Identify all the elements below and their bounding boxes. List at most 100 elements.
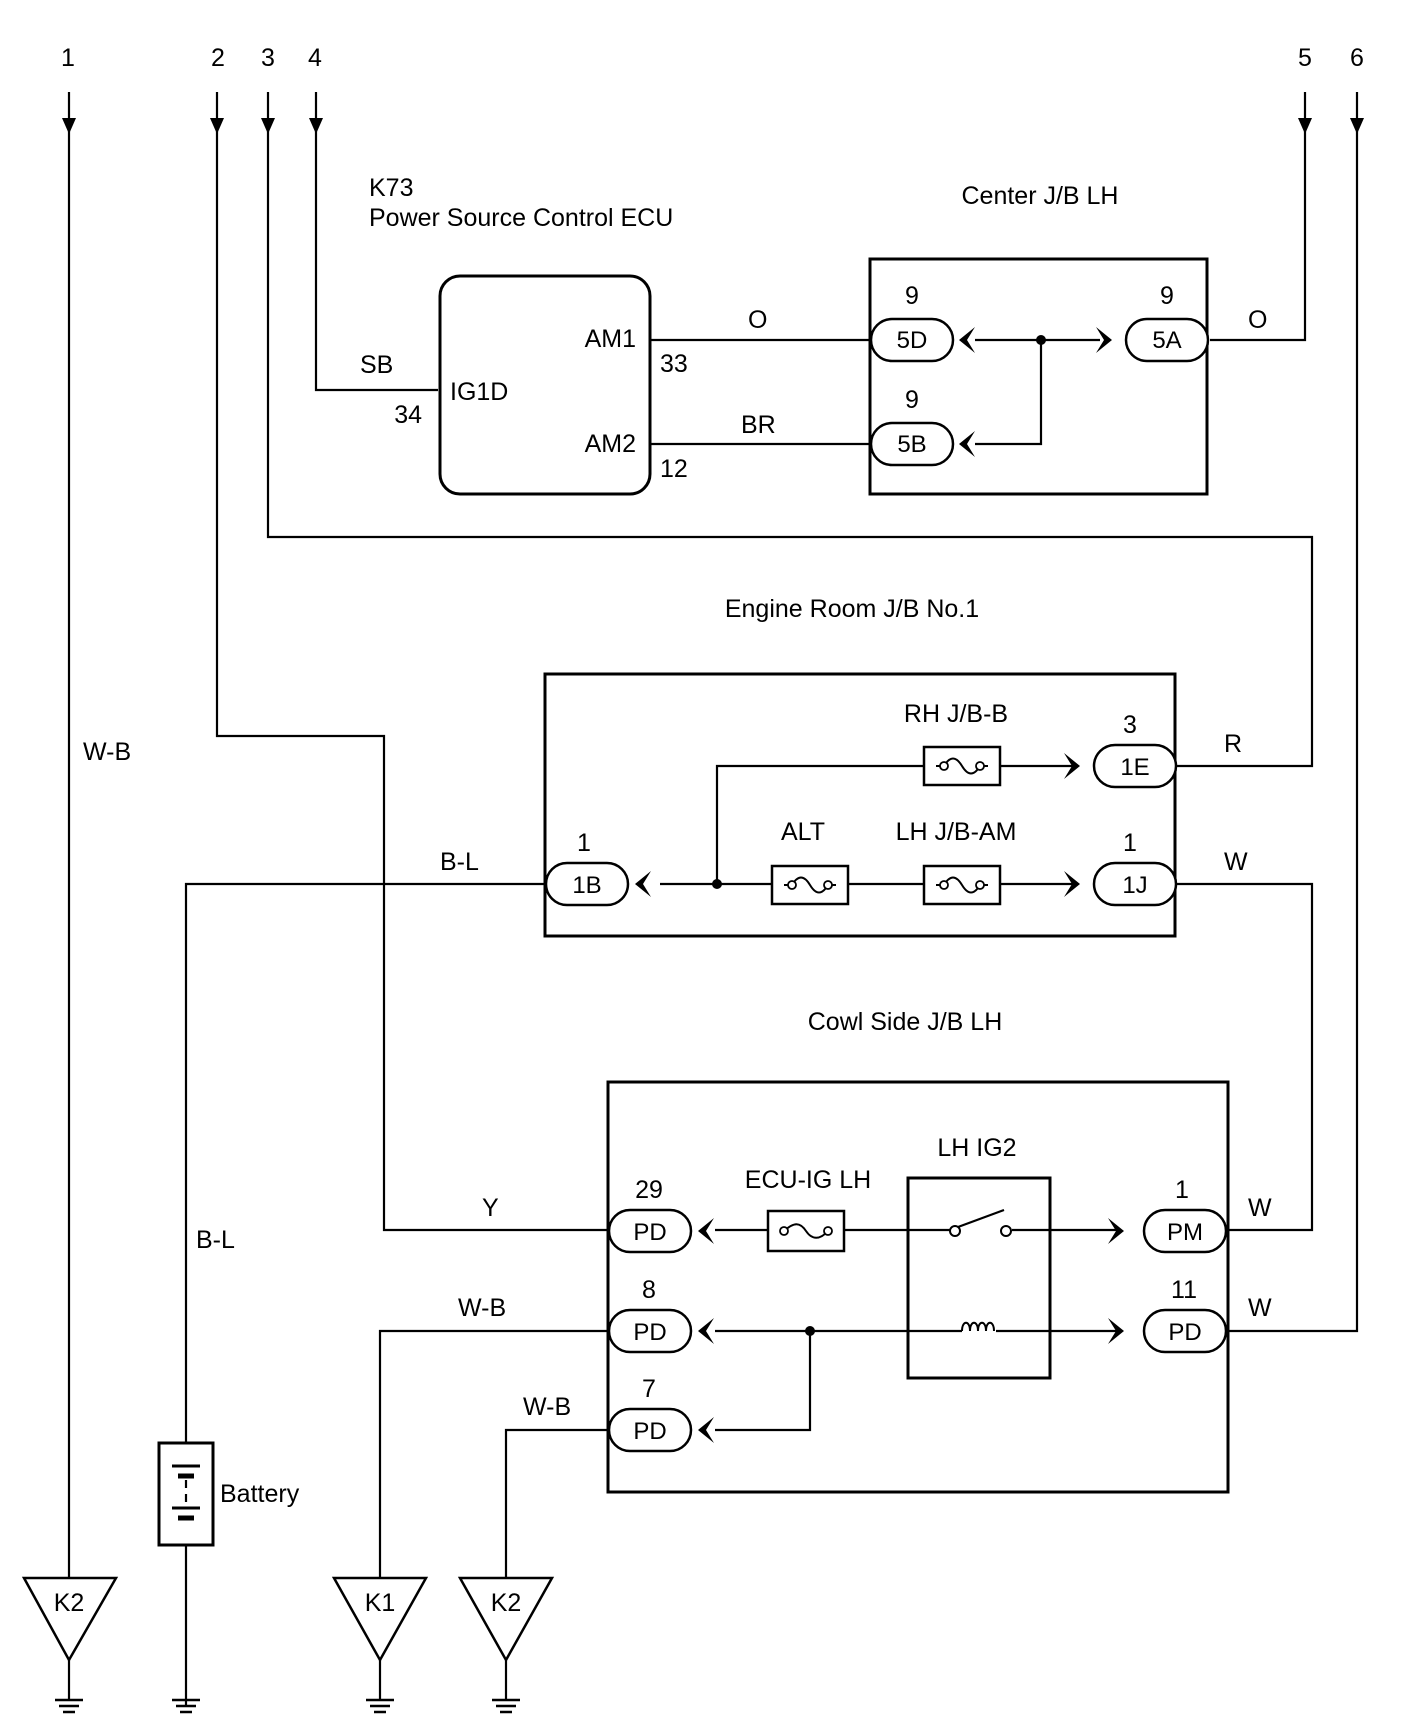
wire-label-y: Y	[482, 1194, 499, 1222]
fuse-lh-jb-am	[922, 864, 1002, 906]
ground-symbol-icon	[172, 1698, 200, 1714]
ecu-pin-ig1d: IG1D	[450, 378, 508, 406]
ground-triangle-icon	[331, 1576, 429, 1663]
wire-label-w-1j: W	[1224, 848, 1248, 876]
connector-5d-label: 5D	[897, 327, 928, 354]
center-jb-pin-5b: 9	[905, 386, 919, 414]
connector-pd-29-label: PD	[633, 1219, 666, 1246]
ecu-pin-am2: AM2	[585, 430, 636, 458]
cowl-jb-box	[606, 1080, 1230, 1494]
fuse-ecu-ig-lh	[766, 1209, 846, 1253]
connector-pd-7-label: PD	[633, 1418, 666, 1445]
engine-jb-box	[543, 672, 1177, 938]
connector-pd-8-arrow	[698, 1318, 714, 1344]
connector-pd-29-arrow	[698, 1218, 714, 1244]
connector-pm-1-label: PM	[1167, 1219, 1203, 1246]
battery-ground	[172, 1698, 200, 1714]
engine-room-jb: Engine Room J/B No.1 RH J/B-B ALT LH J/B…	[543, 595, 1178, 938]
connector-5d	[869, 317, 955, 363]
relay-contact-left	[949, 1225, 961, 1237]
cowl-side-jb-lh: Cowl Side J/B LH ECU-IG LH LH IG2 29 PD	[606, 1008, 1230, 1494]
ground-k2-right-label: K2	[491, 1589, 522, 1617]
battery: Battery	[157, 1441, 300, 1547]
ground-k1: K1	[331, 1576, 429, 1714]
wire-label-w-b-pd8: W-B	[458, 1294, 506, 1322]
ecu-pin-num-12: 12	[660, 455, 688, 483]
wire-label-o-left: O	[748, 306, 767, 334]
cowl-jb-pin-11: 11	[1171, 1276, 1197, 1304]
terminal-6-label: 6	[1350, 44, 1364, 72]
fuse-ecu-ig-lh-label: ECU-IG LH	[745, 1166, 871, 1194]
junction-center-jb	[1036, 335, 1046, 345]
connector-1e-label: 1E	[1120, 754, 1149, 781]
connector-5a	[1124, 317, 1210, 363]
terminal-3-label: 3	[261, 44, 275, 72]
wires	[67, 92, 1359, 1705]
cowl-jb-pin-29: 29	[635, 1176, 663, 1204]
wire-label-b-l-battery: B-L	[196, 1226, 235, 1254]
wire-label-w-pm: W	[1248, 1194, 1272, 1222]
connector-pd-8	[607, 1308, 693, 1354]
ground-symbol-icon	[366, 1698, 394, 1714]
wire-label-sb: SB	[360, 351, 393, 379]
ground-triangle-icon	[457, 1576, 555, 1663]
fuse-lh-jb-am-label: LH J/B-AM	[896, 818, 1017, 846]
wire-label-w-pd11: W	[1248, 1294, 1272, 1322]
engine-jb-pin-1b: 1	[577, 829, 591, 857]
junction-cowl-jb	[805, 1326, 815, 1336]
wire-label-o-right: O	[1248, 306, 1267, 334]
ecu-box	[438, 274, 652, 496]
ground-k2-right: K2	[457, 1576, 555, 1714]
fuse-alt	[770, 864, 850, 906]
terminal-1-label: 1	[61, 44, 75, 72]
ecu-name: Power Source Control ECU	[369, 204, 673, 232]
wire-label-r: R	[1224, 730, 1242, 758]
cowl-jb-title: Cowl Side J/B LH	[808, 1008, 1003, 1036]
ecu-pin-num-34: 34	[394, 401, 422, 429]
battery-label: Battery	[220, 1480, 300, 1508]
junction-engine-jb	[712, 879, 722, 889]
connector-1b-label: 1B	[572, 872, 601, 899]
junction-dots	[712, 335, 1046, 1336]
cowl-jb-pin-7: 7	[642, 1375, 656, 1403]
wire-color-labels: SB O O BR R W B-L B-L Y W W W-B W-B W-B	[83, 306, 1272, 1421]
fuse-alt-label: ALT	[781, 818, 825, 846]
connector-pd-7	[607, 1407, 693, 1453]
connector-pm-1	[1142, 1208, 1228, 1254]
center-jb-title: Center J/B LH	[961, 182, 1118, 210]
connector-1j	[1092, 861, 1178, 907]
center-jb-lh: Center J/B LH 9 5D 9 5A 9 5B	[868, 182, 1210, 496]
ecu-code: K73	[369, 174, 413, 202]
center-jb-box	[868, 257, 1209, 496]
ground-k1-label: K1	[365, 1589, 396, 1617]
ground-triangle-icon	[21, 1576, 119, 1663]
wire-label-w-b-left: W-B	[83, 738, 131, 766]
ground-k2-left-label: K2	[54, 1589, 85, 1617]
relay-contact-right	[1000, 1225, 1012, 1237]
ground-symbol-icon	[492, 1698, 520, 1714]
connector-5a-label: 5A	[1152, 327, 1181, 354]
terminal-4-label: 4	[308, 44, 322, 72]
wire-label-w-b-pd7: W-B	[523, 1393, 571, 1421]
ecu-pin-num-33: 33	[660, 350, 688, 378]
connector-5b-arrow	[959, 431, 975, 457]
cowl-jb-pin-8: 8	[642, 1276, 656, 1304]
connector-pd-8-label: PD	[633, 1319, 666, 1346]
connector-1e	[1092, 743, 1178, 789]
terminal-markers: 1 2 3 4 5 6	[61, 44, 1364, 134]
wire-label-b-l-top: B-L	[440, 848, 479, 876]
relay-switch-blade	[957, 1208, 1005, 1229]
ecu-pin-am1: AM1	[585, 325, 636, 353]
connector-pd-11	[1142, 1308, 1228, 1354]
connector-5b-label: 5B	[897, 431, 926, 458]
engine-jb-title: Engine Room J/B No.1	[725, 595, 979, 623]
relay-coil-icon	[961, 1321, 995, 1332]
connector-pd-29	[607, 1208, 693, 1254]
connector-1j-label: 1J	[1122, 872, 1147, 899]
engine-jb-pin-1e: 3	[1123, 711, 1137, 739]
relay-lh-ig2-label: LH IG2	[937, 1134, 1016, 1162]
connector-5d-arrow	[959, 327, 975, 353]
cowl-jb-pin-pm: 1	[1175, 1176, 1189, 1204]
connector-1b-arrow	[635, 871, 651, 897]
engine-jb-pin-1j: 1	[1123, 829, 1137, 857]
